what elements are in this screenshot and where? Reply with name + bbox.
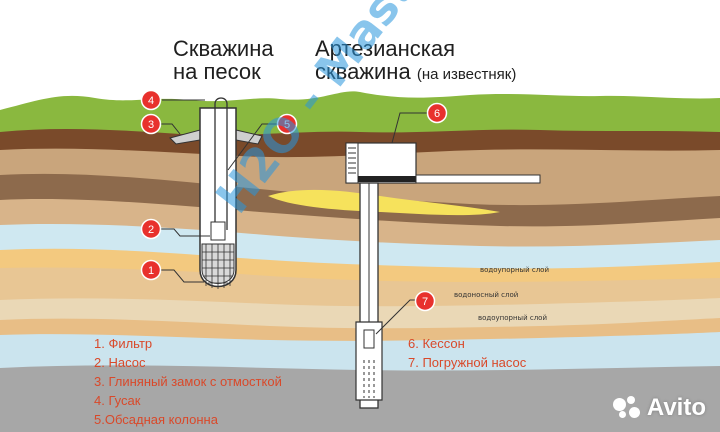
filter-grid [202, 244, 234, 289]
caisson-floor [358, 176, 416, 182]
artesian-well-title-word: скважина [315, 59, 411, 84]
markers: 1 2 3 4 5 6 7 [140, 89, 448, 312]
outlet-pipe [415, 174, 541, 184]
leader-5 [227, 123, 278, 171]
marker-1: 1 [140, 259, 162, 281]
legend-item-clay-lock: 3. Глиняный замок с отмосткой [94, 374, 282, 389]
marker-circle [140, 113, 162, 135]
legend-item-filter: 1. Фильтр [94, 336, 153, 351]
legend-item-gooseneck: 4. Гусак [94, 393, 141, 408]
marker-label: 2 [148, 224, 154, 236]
marker-circle [140, 89, 162, 111]
avito-dots-icon [612, 396, 641, 420]
marker-circle [140, 259, 162, 281]
legend-item-submersible-pump: 7. Погружной насос [408, 355, 527, 370]
sand-well-title: Скважина на песок [173, 37, 274, 83]
marker-label: 5 [284, 119, 290, 131]
legend-right: 6. Кессон 7. Погружной насос [408, 334, 526, 372]
marker-circle [414, 290, 436, 312]
marker-4: 4 [140, 89, 162, 111]
legend-item-caisson: 6. Кессон [408, 336, 465, 351]
marker-circle [140, 218, 162, 240]
legend-item-pump: 2. Насос [94, 355, 146, 370]
artesian-well-title: Артезианская скважина (на известняк) [315, 37, 516, 86]
layer-label-aquifer: водоносный слой [454, 291, 519, 299]
marker-label: 6 [434, 108, 440, 120]
marker-3: 3 [140, 113, 162, 135]
leader-2 [160, 228, 210, 237]
submersible-pump [363, 329, 375, 349]
legend-item-casing: 5.Обсадная колонна [94, 412, 218, 427]
sand-well-pump [210, 221, 226, 241]
marker-circle [276, 113, 298, 135]
artesian-well [345, 142, 541, 409]
avito-logo: Avito [612, 394, 706, 422]
leader-6 [391, 112, 428, 144]
caisson-ladder [348, 147, 356, 174]
marker-6: 6 [426, 102, 448, 124]
marker-2: 2 [140, 218, 162, 240]
layer-label-aquiclude-top: водоупорный слой [480, 266, 550, 274]
artesian-perforation [363, 360, 375, 398]
sand-well [169, 97, 263, 289]
sand-well-title-line2: на песок [173, 59, 261, 84]
avito-brand-text: Avito [646, 394, 706, 421]
sand-well-title-line1: Скважина [173, 36, 274, 61]
marker-label: 7 [422, 296, 428, 308]
marker-5: 5 [276, 113, 298, 135]
legend-left: 1. Фильтр 2. Насос 3. Глиняный замок с о… [94, 334, 282, 429]
artesian-well-title-line1: Артезианская [315, 36, 456, 61]
marker-label: 1 [148, 265, 154, 277]
artesian-well-title-line2: скважина (на известняк) [315, 60, 516, 86]
riser-pipe [214, 97, 228, 230]
artesian-well-note: (на известняк) [416, 66, 517, 83]
marker-label: 4 [148, 95, 154, 107]
sand-lens [268, 189, 500, 216]
marker-7: 7 [414, 290, 436, 312]
marker-circle [426, 102, 448, 124]
layer-label-aquiclude-bottom: водоупорный слой [478, 314, 548, 322]
leader-1 [160, 269, 204, 283]
marker-label: 3 [148, 119, 154, 131]
